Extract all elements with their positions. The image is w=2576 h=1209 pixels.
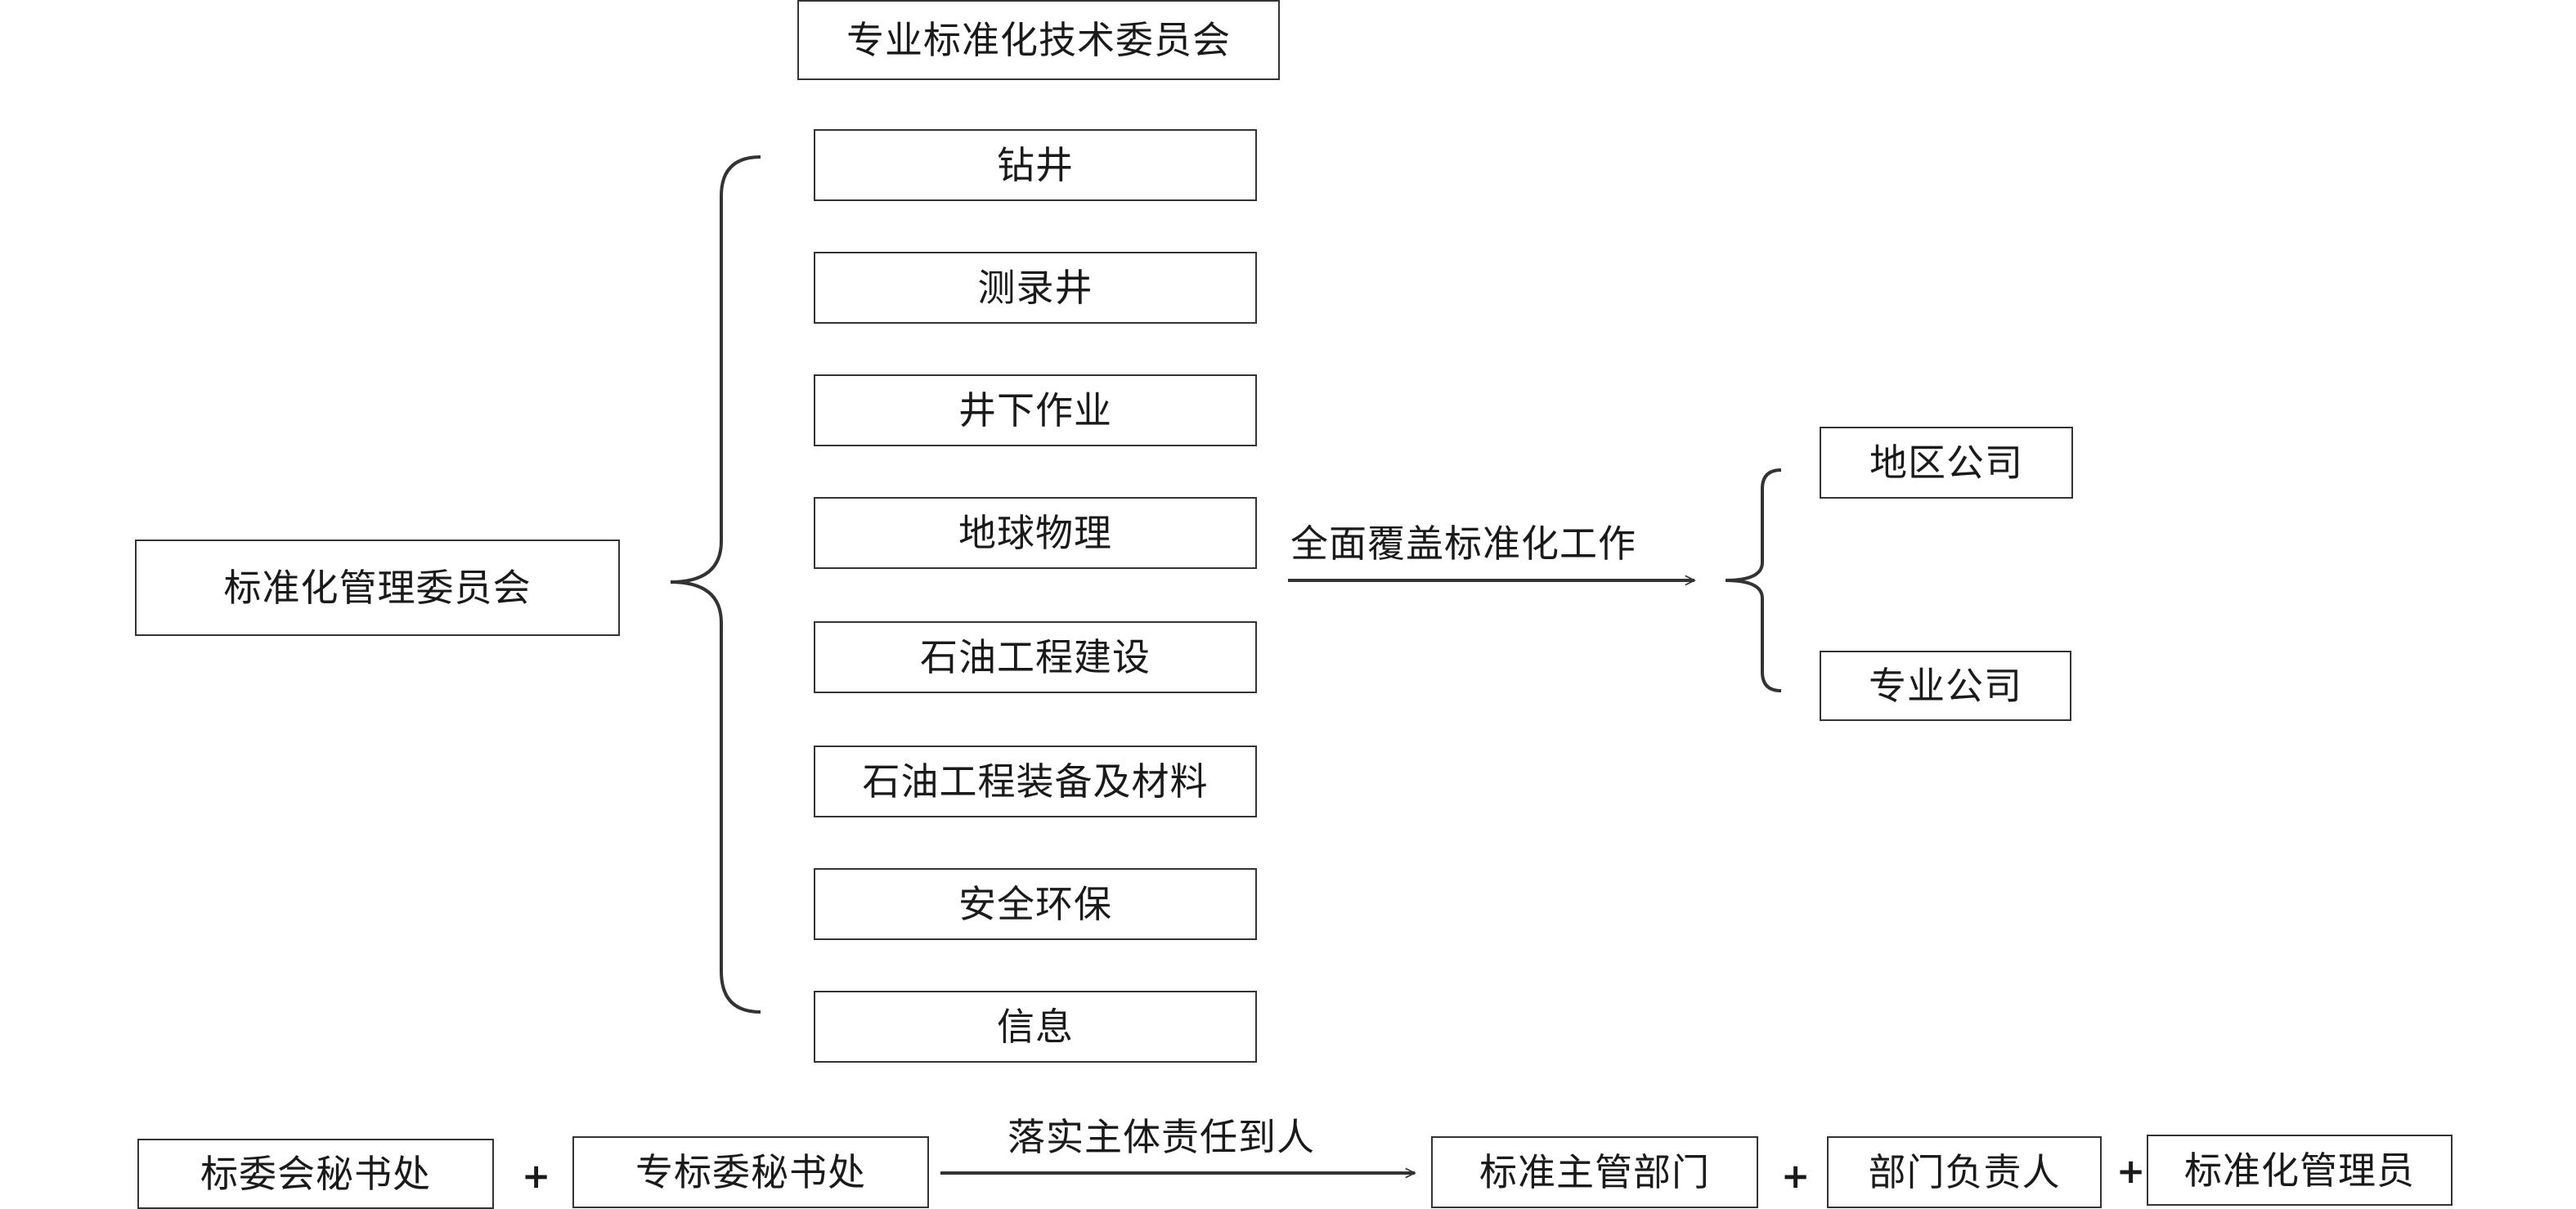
secretariat-main-box: 标委会秘书处 [137,1139,494,1209]
responsibility-label: 落实主体责任到人 [1008,1115,1315,1159]
main-committee-box: 标准化管理委员会 [135,540,620,636]
std-admin-box: 标准化管理员 [2147,1135,2453,1206]
secretariat-special-box: 专标委秘书处 [572,1136,929,1208]
company-label: 地区公司 [1869,441,2023,485]
specialty-box: 安全环保 [814,868,1257,940]
specialties-brace [670,155,761,1014]
specialty-label: 井下作业 [958,388,1112,432]
companies-brace [1725,468,1782,692]
company-box: 地区公司 [1820,427,2073,499]
specialty-label: 安全环保 [958,882,1112,926]
dept-head-box: 部门负责人 [1827,1136,2102,1208]
dept-in-charge-label: 标准主管部门 [1479,1150,1710,1194]
specialty-box: 信息 [814,991,1257,1063]
plus-sign: + [522,1156,551,1196]
secretariat-main-label: 标委会秘书处 [200,1152,431,1196]
dept-in-charge-box: 标准主管部门 [1431,1136,1758,1208]
main-committee-label: 标准化管理委员会 [223,566,532,610]
specialty-box: 地球物理 [814,497,1257,569]
plus-sign: + [1781,1156,1811,1196]
specialty-label: 信息 [997,1005,1074,1049]
specialty-box: 测录井 [814,252,1257,324]
coverage-label: 全面覆盖标准化工作 [1290,522,1636,566]
specialty-label: 地球物理 [958,511,1112,555]
std-admin-label: 标准化管理员 [2184,1148,2415,1193]
specialty-label: 测录井 [977,266,1093,310]
specialty-label: 石油工程装备及材料 [862,759,1209,804]
secretariat-special-label: 专标委秘书处 [635,1150,866,1194]
dept-head-label: 部门负责人 [1868,1150,2061,1194]
top-committee-label: 专业标准化技术委员会 [846,18,1231,62]
specialty-box: 石油工程装备及材料 [814,746,1257,817]
top-committee-box: 专业标准化技术委员会 [797,0,1280,80]
specialty-label: 钻井 [997,143,1074,187]
specialty-label: 石油工程建设 [920,635,1151,679]
specialty-box: 石油工程建设 [814,621,1257,693]
specialty-box: 钻井 [814,129,1257,201]
company-label: 专业公司 [1869,664,2022,708]
plus-sign: + [2116,1151,2146,1191]
company-box: 专业公司 [1820,651,2071,721]
specialty-box: 井下作业 [814,374,1257,446]
